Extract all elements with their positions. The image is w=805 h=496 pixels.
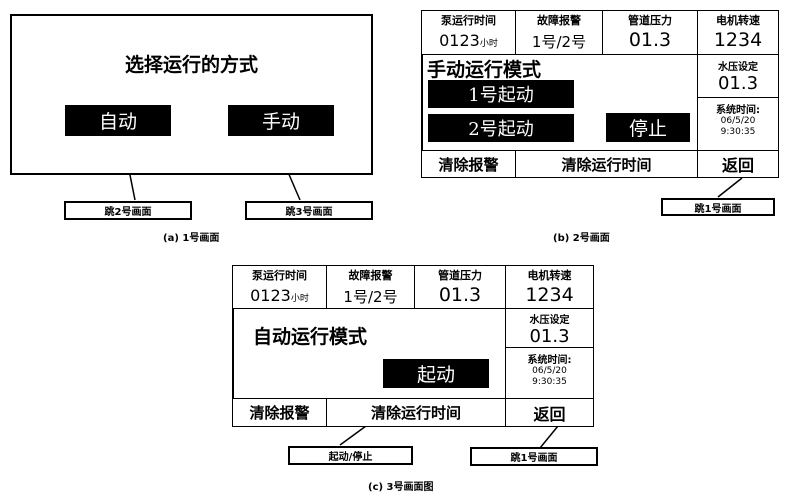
s3-pump-time-unit: 小时 [290, 294, 309, 304]
caption-b: (b) 2号画面 [553, 233, 610, 244]
s3-callout-start-stop: 起动/停止 [288, 446, 413, 465]
callout-goto-screen3: 跳3号画面 [245, 201, 373, 220]
caption-a: (a) 1号画面 [163, 233, 220, 244]
s3-clear-alarm-button[interactable]: 清除报警 [232, 398, 327, 427]
s3-water-pressure-cell: 水压设定 01.3 [505, 308, 594, 348]
s3-clear-time-button[interactable]: 清除运行时间 [326, 398, 506, 427]
s3-speed-cell: 电机转速 1234 [505, 265, 594, 309]
s2-pressure-cell: 管道压力 01.3 [602, 10, 698, 55]
s2-pump-time-cell: 泵运行时间 0123小时 [421, 10, 516, 55]
s2-fault-label: 故障报警 [537, 14, 581, 27]
connector-return-2 [717, 177, 743, 198]
s2-water-pressure-label: 水压设定 [718, 62, 758, 73]
s3-mode-title: 自动运行模式 [253, 326, 368, 348]
screen1-title: 选择运行的方式 [124, 54, 258, 76]
s2-clear-time-button[interactable]: 清除运行时间 [515, 150, 698, 178]
connector-return-3 [539, 425, 559, 449]
s3-pump-time-cell: 泵运行时间 0123小时 [232, 265, 327, 309]
caption-c: (c) 3号画面图 [368, 482, 434, 493]
s2-callout-goto-screen1: 跳1号画面 [661, 198, 775, 216]
s2-pressure-label: 管道压力 [628, 14, 672, 27]
s2-start2-button[interactable]: 2号起动 [428, 114, 574, 142]
s2-return-button[interactable]: 返回 [697, 150, 779, 178]
s3-fault-cell: 故障报警 1号/2号 [326, 265, 415, 309]
s3-start-button[interactable]: 起动 [383, 359, 489, 388]
s2-system-time-cell: 系统时间: 06/5/20 9:30:35 [697, 97, 779, 151]
s3-pressure-value: 01.3 [438, 284, 482, 306]
s3-fault-value: 1号/2号 [343, 288, 398, 306]
s2-system-clock: 9:30:35 [720, 127, 756, 137]
s3-system-date: 06/5/20 [532, 366, 567, 376]
s2-water-pressure-cell: 水压设定 01.3 [697, 54, 779, 98]
s2-speed-cell: 电机转速 1234 [697, 10, 779, 55]
s3-callout-goto-screen1: 跳1号画面 [470, 447, 598, 466]
s2-pump-time-label: 泵运行时间 [441, 14, 496, 27]
s3-water-pressure-value: 01.3 [529, 326, 570, 347]
s2-system-date: 06/5/20 [720, 116, 756, 126]
s3-speed-label: 电机转速 [527, 269, 572, 282]
s2-speed-label: 电机转速 [716, 14, 760, 27]
s3-pressure-label: 管道压力 [438, 269, 482, 282]
s2-water-pressure-value: 01.3 [717, 73, 759, 94]
s3-pressure-cell: 管道压力 01.3 [414, 265, 506, 309]
s3-system-clock: 9:30:35 [532, 377, 567, 387]
manual-button[interactable]: 手动 [228, 105, 334, 136]
s2-speed-value: 1234 [713, 29, 763, 51]
s3-pump-time-label: 泵运行时间 [252, 269, 307, 282]
s2-fault-value: 1号/2号 [531, 33, 587, 51]
s2-mode-title: 手动运行模式 [427, 59, 542, 81]
callout-goto-screen2: 跳2号画面 [64, 201, 192, 220]
s3-pump-time-value: 0123 [250, 286, 291, 305]
s2-clear-alarm-button[interactable]: 清除报警 [421, 150, 516, 178]
s3-system-time-label: 系统时间: [527, 355, 572, 366]
s2-pressure-value: 01.3 [628, 29, 672, 51]
s2-pump-time-unit: 小时 [479, 39, 498, 49]
s3-speed-value: 1234 [525, 284, 574, 306]
s3-fault-label: 故障报警 [348, 269, 393, 282]
s2-start1-button[interactable]: 1号起动 [428, 80, 574, 108]
auto-button[interactable]: 自动 [65, 105, 171, 136]
screen1-panel: 选择运行的方式 自动 手动 [10, 14, 373, 175]
s3-water-pressure-label: 水压设定 [529, 315, 570, 326]
s2-fault-cell: 故障报警 1号/2号 [515, 10, 603, 55]
s3-return-button[interactable]: 返回 [505, 398, 594, 427]
s2-pump-time-value: 0123 [439, 31, 480, 50]
s3-system-time-cell: 系统时间: 06/5/20 9:30:35 [505, 347, 594, 399]
s2-system-time-label: 系统时间: [716, 105, 760, 116]
s2-stop-button[interactable]: 停止 [606, 113, 690, 142]
